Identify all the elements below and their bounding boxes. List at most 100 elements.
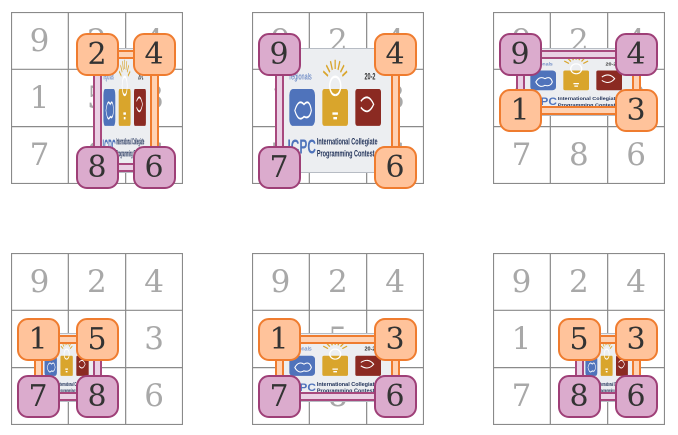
light-ray <box>322 70 329 77</box>
poster-line2: Programming Contest <box>317 148 375 159</box>
light-ray <box>339 64 345 73</box>
grid-cell-number: 1 <box>29 79 50 116</box>
poster-line2: Programming Contest <box>58 388 86 394</box>
corner-handle-pink[interactable]: 7 <box>257 374 301 418</box>
poster-red-tile <box>355 355 381 376</box>
corner-handle-pink[interactable]: 8 <box>75 374 119 418</box>
grid-cell-number: 1 <box>511 320 532 357</box>
grid-cell-number: 2 <box>568 263 589 300</box>
corner-handle-pink[interactable]: 4 <box>614 32 658 76</box>
year-label: 20-2 <box>138 73 143 83</box>
corner-handle-pink[interactable]: 9 <box>257 32 301 76</box>
poster-red-tile <box>596 70 622 91</box>
grid-cell-number: 8 <box>568 137 589 174</box>
poster-line1: International Collegiate <box>58 381 88 387</box>
loop-icon <box>360 96 375 113</box>
corner-handle-orange[interactable]: 3 <box>373 317 417 361</box>
grid-cell-number: 4 <box>144 263 165 300</box>
corner-handle-pink[interactable]: 6 <box>614 374 658 418</box>
cloud-icon <box>535 77 553 87</box>
poster-line1: International Collegiate <box>317 136 378 147</box>
poster-line1: International Collegiate <box>317 382 378 388</box>
corner-handle-orange[interactable]: 4 <box>132 32 176 76</box>
loop-icon <box>78 359 86 369</box>
grid-cell-number: 9 <box>29 263 50 300</box>
corner-handle-pink[interactable]: 8 <box>75 145 119 189</box>
corner-handle-orange[interactable]: 4 <box>373 32 417 76</box>
light-ray <box>609 345 613 350</box>
light-ray <box>563 60 570 64</box>
poster-gold-tile <box>118 88 131 126</box>
grid-cell-number: 7 <box>511 137 532 174</box>
cloud-icon <box>105 101 114 120</box>
year-label: 20-2 <box>606 62 617 68</box>
light-ray <box>342 345 348 350</box>
corner-handle-pink[interactable]: 7 <box>257 145 301 189</box>
corner-handle-orange[interactable]: 5 <box>75 317 119 361</box>
grid-cell-number: 4 <box>385 263 406 300</box>
corner-handle-pink[interactable]: 8 <box>557 374 601 418</box>
corner-handle-orange[interactable]: 1 <box>16 317 60 361</box>
light-ray <box>125 60 128 71</box>
light-ray <box>69 345 73 350</box>
light-ray <box>322 345 329 350</box>
light-ray <box>122 60 124 71</box>
poster-gold-tile <box>322 355 348 376</box>
light-ray <box>600 345 604 350</box>
light-ray <box>337 60 341 71</box>
corner-handle-pink[interactable]: 6 <box>132 145 176 189</box>
panel-2: 924153786regionals20-2ICPCInternational … <box>252 12 424 189</box>
cloud-icon <box>294 362 312 373</box>
poster-line2: Programming Contest <box>598 388 625 394</box>
corner-handle-pink[interactable]: 6 <box>373 374 417 418</box>
poster-red-tile <box>134 88 146 126</box>
poster-gold-tile <box>600 355 613 376</box>
panel-4: 924153786regionals20-2ICPCInternational … <box>11 253 183 425</box>
grid-cell-number: 9 <box>29 22 50 59</box>
grid-cell-number: 6 <box>144 378 165 415</box>
poster-red-tile <box>76 355 89 376</box>
year-label: 20-2 <box>365 347 376 353</box>
corner-handle-orange[interactable]: 2 <box>75 32 119 76</box>
light-ray <box>127 70 131 77</box>
light-ray <box>60 345 64 350</box>
year-label: 20-2 <box>365 71 376 82</box>
regionals-label: regionals <box>289 71 311 82</box>
poster-gold-tile <box>322 88 348 126</box>
corner-handle-orange[interactable]: 1 <box>257 317 301 361</box>
corner-handle-orange[interactable]: 3 <box>614 317 658 361</box>
grid-cell-number: 2 <box>327 263 348 300</box>
grid-cell-number: 7 <box>511 378 532 415</box>
corner-handle-orange[interactable]: 1 <box>498 88 542 132</box>
bulb-icon <box>329 75 342 120</box>
loop-icon <box>136 96 143 113</box>
light-ray <box>329 60 333 71</box>
corner-handle-orange[interactable]: 6 <box>373 145 417 189</box>
grid-cell-number: 7 <box>29 137 50 174</box>
panel-3: 924153786regionals20-2ICPCInternational … <box>493 12 665 184</box>
grid-cell-number: 3 <box>144 320 165 357</box>
corner-handle-orange[interactable]: 5 <box>557 317 601 361</box>
corner-handle-pink[interactable]: 9 <box>498 32 542 76</box>
grid-cell-number: 2 <box>86 263 107 300</box>
cloud-icon <box>46 362 56 373</box>
light-ray <box>118 70 122 77</box>
poster-line1: International Collegiate <box>558 96 619 102</box>
corner-handle-orange[interactable]: 3 <box>614 88 658 132</box>
regionals-label: regionals <box>289 347 312 353</box>
bulb-icon <box>570 63 583 87</box>
bulb-icon <box>603 348 610 373</box>
grid-cell-number: 6 <box>626 137 647 174</box>
bulb-icon <box>121 75 128 120</box>
poster-red-tile <box>616 355 628 376</box>
bulb-icon <box>329 348 342 373</box>
corner-handle-pink[interactable]: 7 <box>16 374 60 418</box>
icpc-logo-text: ICPC <box>529 97 557 108</box>
poster-line2: Programming Contest <box>116 150 143 160</box>
panel-5: 924153786regionals20-2ICPCInternational … <box>252 253 424 425</box>
regionals-label: regionals <box>103 73 114 83</box>
loop-icon <box>601 74 616 83</box>
poster-gold-tile <box>60 355 73 376</box>
icpc-logo-text: ICPC <box>288 382 316 393</box>
